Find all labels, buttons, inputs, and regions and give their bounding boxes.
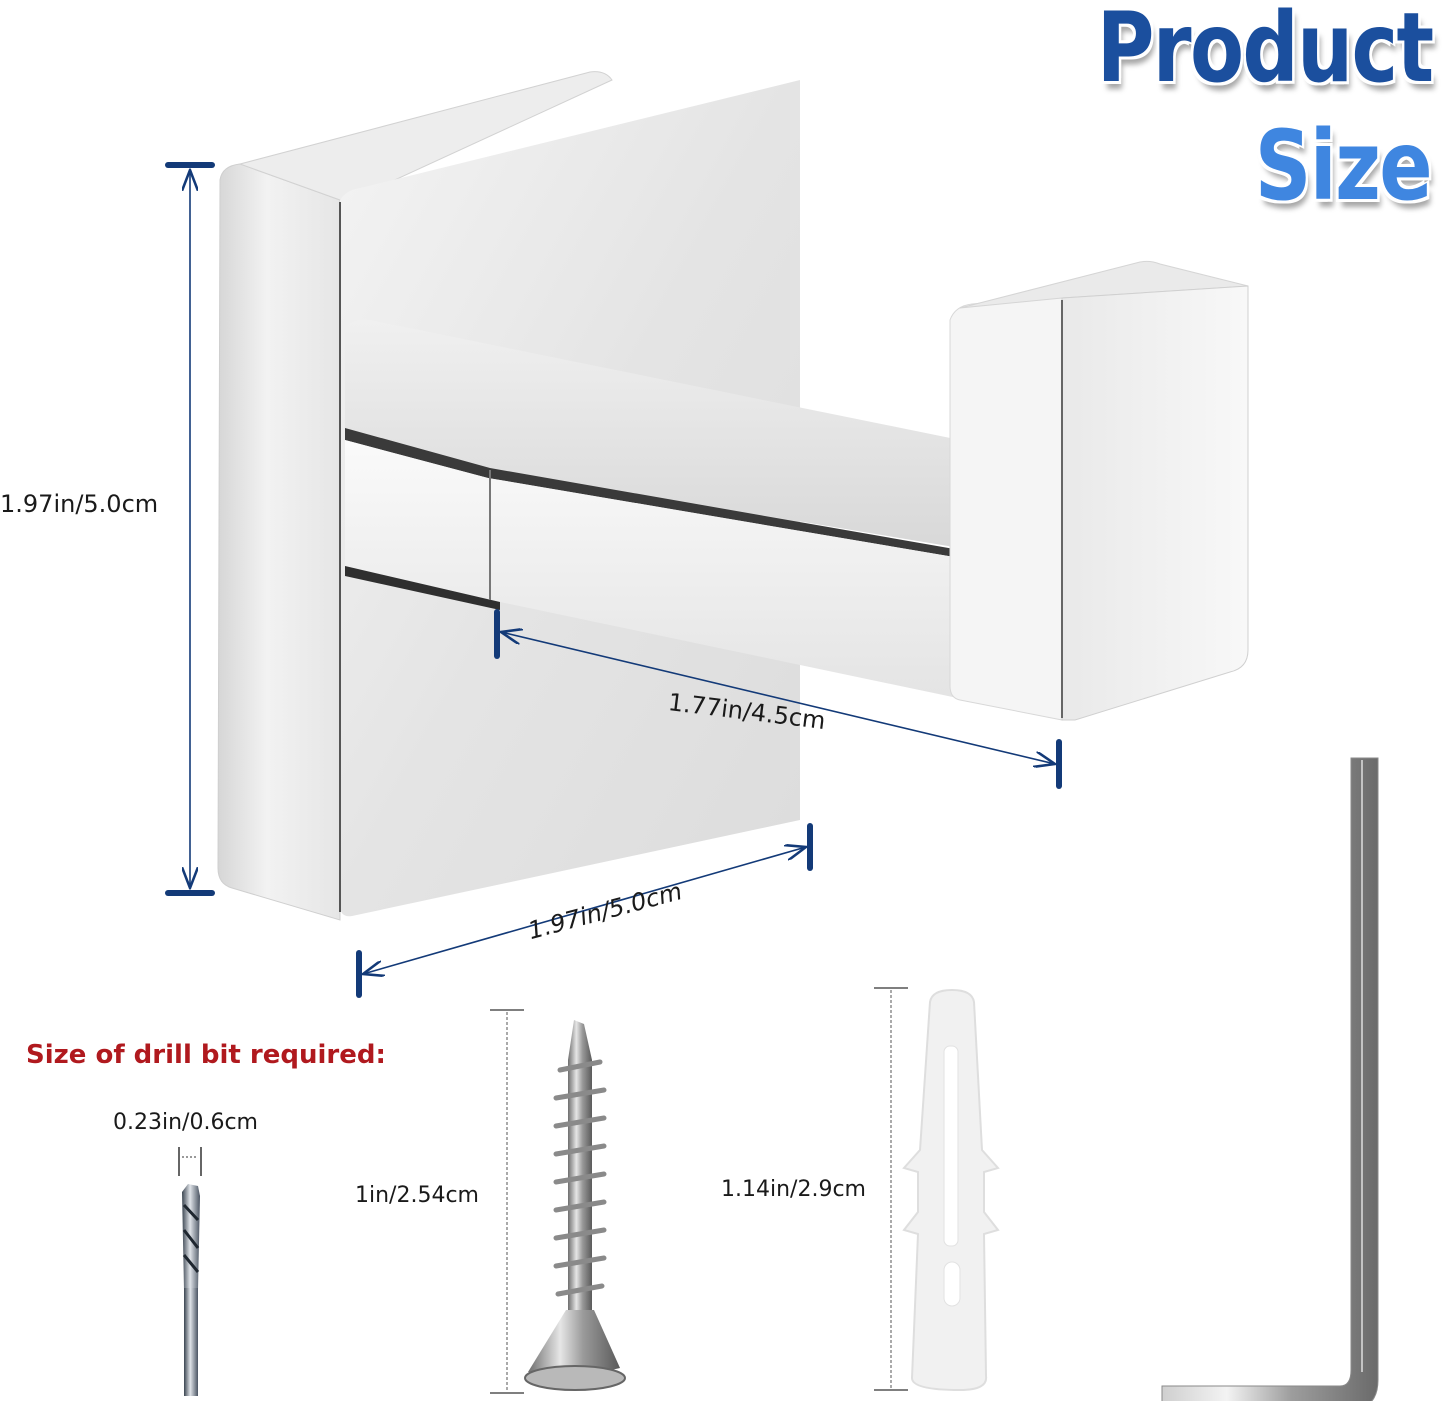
anchor-label: 1.14in/2.9cm <box>721 1177 866 1202</box>
drill-bit-heading: Size of drill bit required: <box>26 1040 386 1070</box>
title-product: Product <box>1097 0 1434 104</box>
projection-dimension-line <box>494 609 1062 789</box>
screw-label: 1in/2.54cm <box>355 1183 479 1208</box>
hex-key <box>1161 757 1379 1401</box>
drill-bit-label: 0.23in/0.6cm <box>113 1110 258 1135</box>
wall-anchor <box>874 987 1000 1392</box>
drill-bit <box>178 1147 202 1396</box>
screw <box>490 1009 626 1394</box>
title-size: Size <box>1254 110 1433 222</box>
height-dimension-line <box>165 162 215 896</box>
width-dimension-line <box>356 823 813 998</box>
height-label: 1.97in/5.0cm <box>0 490 159 518</box>
